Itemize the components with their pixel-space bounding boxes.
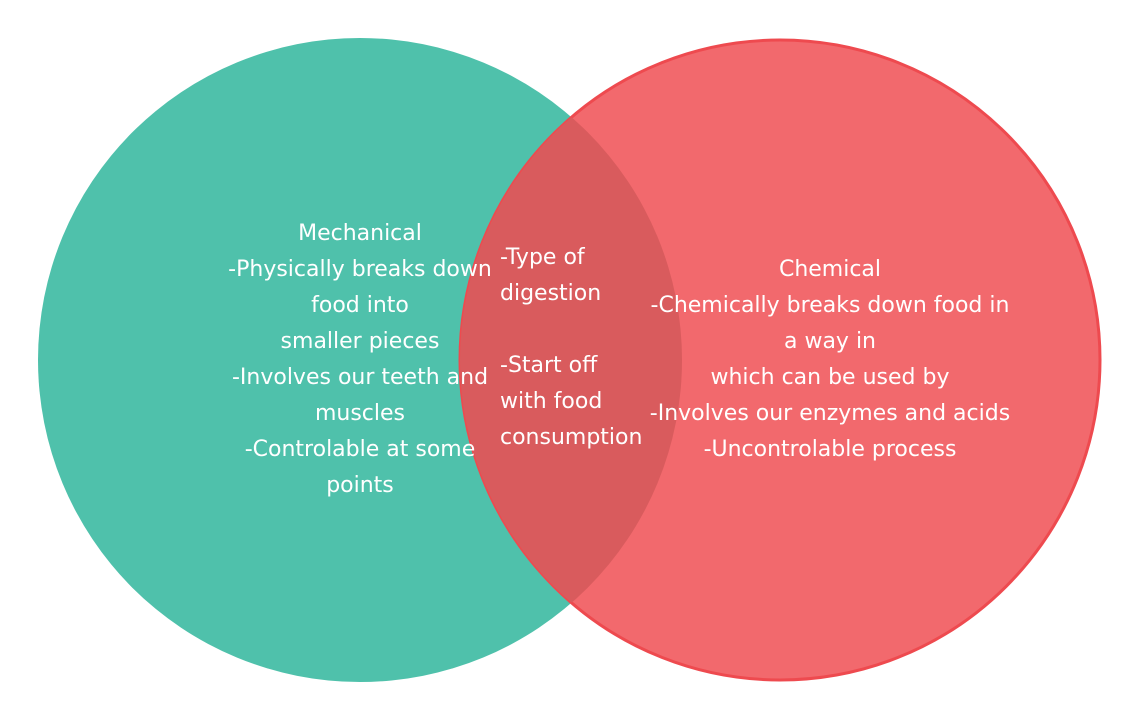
right-line: -Uncontrolable process <box>703 437 957 462</box>
left-line: food into <box>311 293 409 318</box>
left-line: points <box>326 473 394 498</box>
left-line: muscles <box>314 401 406 426</box>
right-line: -Chemically breaks down food in <box>650 293 1010 318</box>
overlap-line: consumption <box>500 425 643 450</box>
overlap-line: -Type of <box>500 245 585 270</box>
left-line: -Involves our teeth and <box>231 365 489 390</box>
left-heading: Mechanical <box>298 221 422 246</box>
left-line: smaller pieces <box>280 329 440 354</box>
overlap-text-block: -Type of digestion -Start off with food … <box>500 240 670 456</box>
right-line: -Involves our enzymes and acids <box>649 401 1011 426</box>
left-line: -Physically breaks down <box>228 257 492 282</box>
overlap-region <box>460 40 682 680</box>
overlap-line: with food <box>500 389 603 414</box>
right-heading: Chemical <box>778 257 882 282</box>
right-line: a way in <box>783 329 877 354</box>
left-line: -Controlable at some <box>244 437 476 462</box>
right-line: which can be used by <box>710 365 950 390</box>
overlap-line: digestion <box>500 281 602 306</box>
left-text-block: Mechanical -Physically breaks down food … <box>200 216 520 504</box>
right-text-block: Chemical -Chemically breaks down food in… <box>620 252 1040 468</box>
overlap-line: -Start off <box>500 353 598 378</box>
